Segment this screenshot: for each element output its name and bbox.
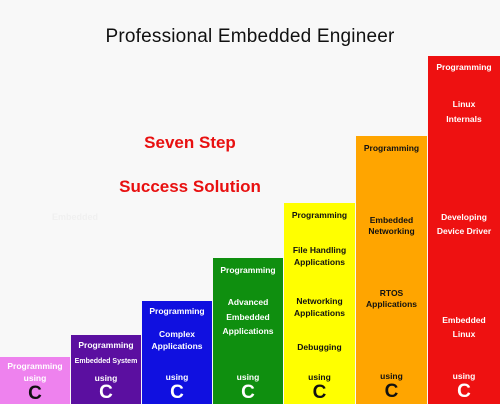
step-6-c-letter: C — [384, 381, 399, 402]
step-5-line-2: Applications — [293, 257, 345, 267]
step-3-using: using — [165, 372, 189, 382]
step-4-using: using — [236, 372, 260, 382]
step-1: Programming using C — [0, 357, 70, 404]
step-5: Programming File Handling Applications N… — [284, 203, 355, 404]
step-2: Programming Embedded System using C — [71, 335, 141, 404]
slogan-line-1: Seven Step — [144, 133, 236, 152]
step-1-using: using — [23, 373, 47, 383]
step-6-label: Programming — [363, 143, 420, 153]
diagram-title: Professional Embedded Engineer — [105, 26, 395, 47]
step-5-label: Programming — [291, 210, 348, 220]
step-2-label: Programming — [78, 340, 134, 350]
step-7-line-4: Device Driver — [436, 226, 492, 236]
step-5-line-4: Applications — [293, 308, 345, 318]
step-7-line-2: Internals — [446, 114, 482, 124]
step-6-using: using — [380, 371, 403, 381]
step-7-label: Programming — [436, 62, 492, 72]
step-7-line-1: Linux — [452, 99, 476, 109]
step-4-c-letter: C — [241, 382, 255, 403]
step-6-line-2: Networking — [368, 226, 415, 236]
faint-background-text: Embedded — [52, 212, 99, 222]
step-5-c-letter: C — [312, 382, 327, 403]
step-7-line-6: Linux — [452, 329, 476, 339]
step-2-using: using — [94, 373, 118, 383]
step-6-line-1: Embedded — [369, 215, 414, 225]
step-3-c-letter: C — [170, 382, 184, 403]
step-5-line-5: Debugging — [297, 342, 342, 352]
step-2-line-1: Embedded System — [74, 358, 138, 365]
step-3-label: Programming — [149, 306, 205, 316]
step-4-label: Programming — [220, 265, 276, 275]
step-6-line-3: RTOS — [379, 288, 404, 298]
step-3: Programming Complex Applications using C — [142, 301, 212, 404]
step-7-line-5: Embedded — [442, 315, 486, 325]
step-6: Programming Embedded Networking RTOS App… — [356, 136, 427, 404]
step-2-c-letter: C — [99, 382, 113, 403]
step-7-c-letter: C — [457, 381, 471, 402]
step-3-line-1: Complex — [159, 329, 195, 339]
step-1-c-letter: C — [28, 383, 42, 404]
step-4-line-1: Advanced — [227, 297, 269, 307]
step-3-line-2: Applications — [151, 341, 203, 351]
step-6-line-4: Applications — [365, 299, 417, 309]
step-7: Programming Linux Internals Developing D… — [428, 56, 500, 404]
step-4-line-3: Applications — [222, 326, 274, 336]
step-5-line-1: File Handling — [292, 245, 347, 255]
step-5-line-3: Networking — [296, 296, 343, 306]
step-5-using: using — [308, 372, 331, 382]
step-7-using: using — [452, 371, 476, 381]
step-1-label: Programming — [7, 361, 63, 371]
step-7-line-3: Developing — [441, 212, 487, 222]
slogan-line-2: Success Solution — [119, 177, 261, 196]
step-4: Programming Advanced Embedded Applicatio… — [213, 258, 283, 404]
step-4-line-2: Embedded — [226, 312, 270, 322]
